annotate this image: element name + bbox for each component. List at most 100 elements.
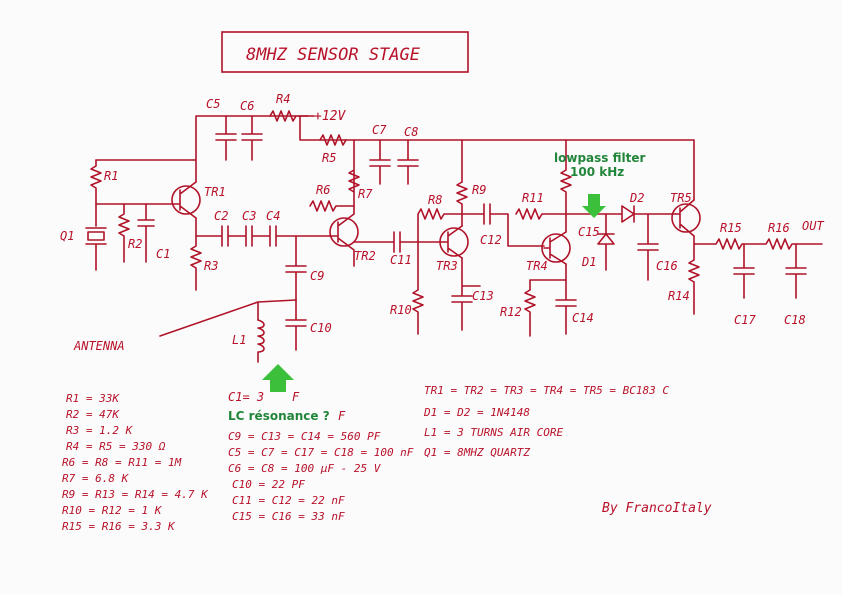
supply-label: +12V xyxy=(314,109,346,124)
label-r11: R11 xyxy=(522,191,544,205)
r9-resistor xyxy=(456,139,468,227)
label-r6: R6 xyxy=(316,183,330,197)
lowpass-annotation-line1: lowpass filter xyxy=(554,151,645,165)
title-box xyxy=(221,31,469,73)
c6-capacitor xyxy=(241,115,263,161)
r14-resistor xyxy=(688,235,700,315)
label-tr4: TR4 xyxy=(526,259,548,273)
parts-list-item: TR1 = TR2 = TR3 = TR4 = TR5 = BC183 C xyxy=(424,384,669,397)
capacitor-list-item: C6 = C8 = 100 µF - 25 V xyxy=(228,462,382,475)
r5-resistor xyxy=(319,134,347,146)
label-c10: C10 xyxy=(310,321,332,335)
resistor-list-item: R3 = 1.2 K xyxy=(66,424,134,437)
r11-resistor xyxy=(515,208,567,220)
resistor-list-item: R10 = R12 = 1 K xyxy=(62,504,163,517)
lc-annotation-suffix: F xyxy=(338,409,346,423)
label-antenna: ANTENNA xyxy=(73,339,125,353)
label-l1: L1 xyxy=(232,333,246,347)
label-r9: R9 xyxy=(472,183,486,197)
label-c7: C7 xyxy=(372,123,387,137)
r12-resistor xyxy=(524,263,567,337)
label-r8: R8 xyxy=(428,193,442,207)
label-c11: C11 xyxy=(390,253,412,267)
label-c2: C2 xyxy=(214,209,228,223)
c2-c3-c4-chain xyxy=(195,225,331,247)
c10-capacitor xyxy=(285,299,307,351)
label-r10: R10 xyxy=(390,303,412,317)
antenna-wire xyxy=(159,299,297,337)
label-tr1: TR1 xyxy=(204,185,226,199)
tr4-transistor xyxy=(541,233,571,263)
r4-resistor xyxy=(269,110,315,122)
r3-resistor xyxy=(190,217,202,291)
tr2-transistor xyxy=(329,217,359,247)
author-signature: By FrancoItaly xyxy=(602,501,712,516)
r7-resistor xyxy=(348,139,360,207)
c1-partial-text: C1= 3 xyxy=(228,390,264,404)
label-c9: C9 xyxy=(310,269,324,283)
supply-rail xyxy=(95,115,695,201)
label-r16: R16 xyxy=(768,221,790,235)
c5-capacitor xyxy=(215,115,237,161)
parts-list: TR1 = TR2 = TR3 = TR4 = TR5 = BC183 C D1… xyxy=(423,384,669,459)
r10-resistor xyxy=(412,241,424,335)
l1-coil xyxy=(257,319,265,363)
r6-resistor xyxy=(309,200,355,212)
parts-list-item: L1 = 3 TURNS AIR CORE xyxy=(424,426,563,439)
label-r3: R3 xyxy=(204,259,218,273)
label-d2: D2 xyxy=(629,191,644,205)
q1-crystal xyxy=(85,227,107,271)
c7-capacitor xyxy=(369,139,391,185)
label-tr5: TR5 xyxy=(670,191,692,205)
r13-resistor xyxy=(560,139,572,233)
label-c14: C14 xyxy=(572,311,594,325)
label-r12: R12 xyxy=(500,305,522,319)
label-r2: R2 xyxy=(128,237,142,251)
c14-capacitor xyxy=(555,279,577,335)
resistor-list: R1 = 33K R2 = 47K R3 = 1.2 K R4 = R5 = 3… xyxy=(62,392,209,533)
parts-list-item: Q1 = 8MHZ QUARTZ xyxy=(424,446,530,459)
label-c1: C1 xyxy=(156,247,170,261)
label-r4: R4 xyxy=(276,92,290,106)
label-c8: C8 xyxy=(404,125,418,139)
resistor-list-item: R6 = R8 = R11 = 1M xyxy=(62,456,182,469)
label-c6: C6 xyxy=(240,99,254,113)
output-line xyxy=(693,238,823,250)
label-c18: C18 xyxy=(784,313,806,327)
c18-capacitor xyxy=(785,243,807,299)
label-out: OUT xyxy=(802,219,824,233)
label-c15: C15 xyxy=(578,225,600,239)
lc-annotation: LC résonance ? xyxy=(228,409,330,423)
c1-tail-text: F xyxy=(292,390,300,404)
tr1-transistor xyxy=(171,185,201,215)
label-d1: D1 xyxy=(581,255,596,269)
resistor-list-item: R7 = 6.8 K xyxy=(62,472,130,485)
label-c3: C3 xyxy=(242,209,256,223)
c8-capacitor xyxy=(397,139,419,185)
c12-capacitor xyxy=(461,203,545,247)
label-r5: R5 xyxy=(322,151,336,165)
capacitor-list-item: C5 = C7 = C17 = C18 = 100 nF xyxy=(228,446,414,459)
label-c16: C16 xyxy=(656,259,678,273)
label-r15: R15 xyxy=(720,221,742,235)
lowpass-arrow-icon xyxy=(582,194,606,218)
c9-capacitor xyxy=(285,235,307,301)
label-c17: C17 xyxy=(734,313,756,327)
r1-resistor xyxy=(90,159,102,227)
label-c5: C5 xyxy=(206,97,220,111)
c11-capacitor xyxy=(353,231,441,253)
parts-list-item: D1 = D2 = 1N4148 xyxy=(423,406,530,419)
capacitor-list-item: C15 = C16 = 33 nF xyxy=(232,510,345,523)
title-text: 8MHZ SENSOR STAGE xyxy=(246,45,421,65)
lowpass-annotation-line2: 100 kHz xyxy=(570,165,624,179)
c1-capacitor xyxy=(123,203,155,263)
c16-capacitor xyxy=(637,213,659,281)
resistor-list-item: R2 = 47K xyxy=(66,408,120,421)
label-tr3: TR3 xyxy=(436,259,458,273)
label-c4: C4 xyxy=(266,209,280,223)
label-c12: C12 xyxy=(480,233,502,247)
label-tr2: TR2 xyxy=(354,249,376,263)
c13-capacitor xyxy=(451,257,481,331)
tr5-transistor xyxy=(671,203,701,233)
